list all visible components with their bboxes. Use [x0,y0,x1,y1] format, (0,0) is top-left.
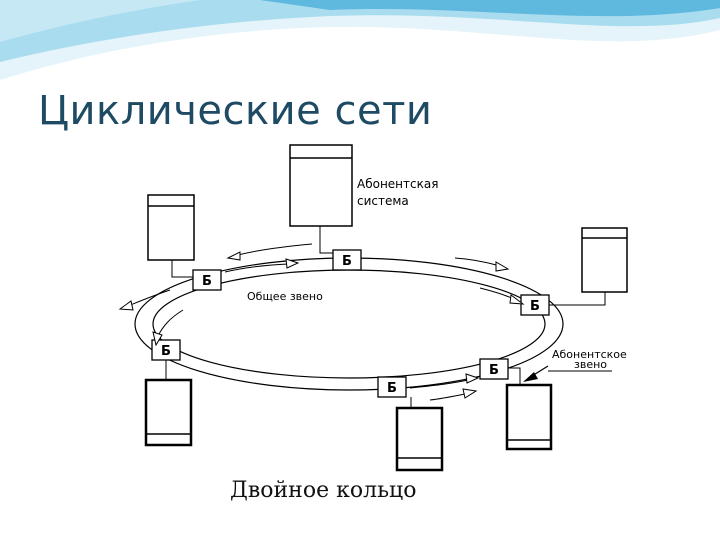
terminal-bottom-center [395,406,444,472]
terminal-right [581,227,628,293]
bridge-label-far-left: Б [161,344,171,359]
bridge-box-bottom-right [479,358,509,380]
bridge-label-right: Б [530,299,540,314]
terminal-top-left [147,194,195,261]
slide-title: Циклические сети [38,88,433,134]
subscriber-link-label-line1: Абонентское [552,348,627,361]
direction-arrows [118,243,525,401]
subscriber-link-arrowhead [523,372,538,382]
bridge-label-bottom-right: Б [489,363,499,378]
bridge-box-top [332,249,362,271]
terminal-top [289,144,353,227]
common-link-label: Общее звено [247,290,323,303]
subscriber-system-label-line2: система [357,194,409,208]
diagram-caption: Двойное кольцо [230,478,417,503]
terminal-bottom-right [505,383,553,451]
header-wave-decoration [0,0,720,80]
bridge-label-left: Б [202,274,212,289]
bridge-label-bottom: Б [387,381,397,396]
bridge-box-bottom [377,376,407,398]
subscriber-link-label-line2: звено [574,358,607,371]
bridge-label-top: Б [342,254,352,269]
bridge-box-left [192,269,222,291]
bridge-box-far-left [151,339,181,361]
subscriber-system-label-line1: Абонентская [357,177,438,191]
terminal-bottom-left [144,378,193,447]
bridge-box-right [520,294,550,316]
